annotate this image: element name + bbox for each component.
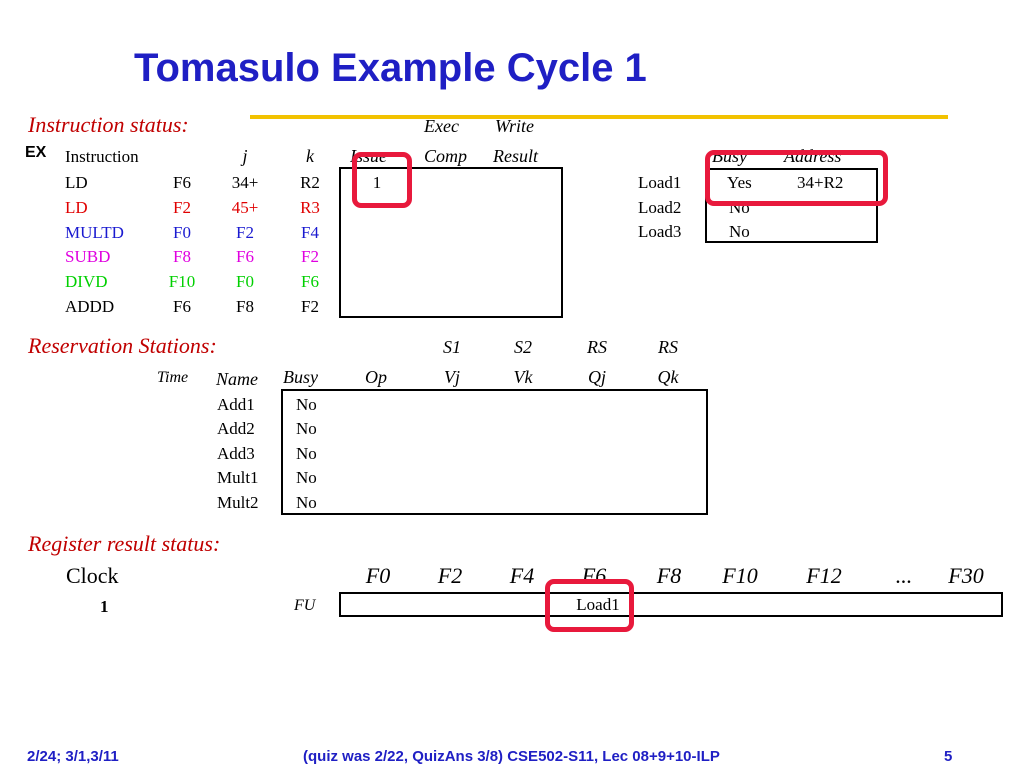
row-op: MULTD <box>65 223 124 242</box>
register-label: F0 <box>365 563 391 588</box>
row-j: F8 <box>236 297 254 316</box>
register-label: ... <box>895 563 913 588</box>
row-j: F2 <box>236 223 254 242</box>
instruction-status-box <box>339 167 563 318</box>
row-dest: F6 <box>173 173 191 192</box>
load-name: Load1 <box>638 173 682 192</box>
row-j: 45+ <box>231 198 259 217</box>
col-vj: Vj <box>444 367 460 387</box>
row-op: DIVD <box>65 272 108 291</box>
load-busy: Yes <box>727 173 752 192</box>
row-k: F4 <box>301 223 319 242</box>
register-fu-value: Load1 <box>576 595 620 614</box>
row-op: LD <box>65 198 88 217</box>
header-s1: S1 <box>443 337 461 357</box>
register-label: F12 <box>806 563 842 588</box>
footer-date: 2/24; 3/1,3/11 <box>27 748 119 765</box>
row-k: R3 <box>300 198 320 217</box>
highlight-f6-fu <box>545 579 634 632</box>
load-name: Load3 <box>638 222 682 241</box>
row-op: ADDD <box>65 297 115 316</box>
row-k: F2 <box>301 247 319 266</box>
register-label: F30 <box>948 563 984 588</box>
register-label: F2 <box>437 563 463 588</box>
col-op: Op <box>365 367 387 387</box>
row-issue: 1 <box>372 173 382 192</box>
slide-title: Tomasulo Example Cycle 1 <box>134 46 647 90</box>
row-dest: F2 <box>173 198 191 217</box>
page-number: 5 <box>944 748 953 765</box>
col-time: Time <box>157 369 189 386</box>
rs-name: Add3 <box>217 444 255 463</box>
row-j: 34+ <box>231 173 259 192</box>
rs-name: Mult1 <box>217 468 259 487</box>
rs-busy: No <box>296 444 317 463</box>
row-k: F6 <box>301 272 319 291</box>
header-exec: Exec <box>424 116 459 136</box>
register-status-heading: Register result status: <box>28 531 221 556</box>
register-fu-box <box>339 592 1003 617</box>
row-k: R2 <box>300 173 320 192</box>
col-vk: Vk <box>513 367 533 387</box>
clock-value: 1 <box>100 597 109 616</box>
rs-name: Add1 <box>217 395 255 414</box>
row-op: SUBD <box>65 247 111 266</box>
row-dest: F6 <box>173 297 191 316</box>
col-j: j <box>242 146 248 166</box>
register-label: F10 <box>722 563 758 588</box>
footer-course: (quiz was 2/22, QuizAns 3/8) CSE502-S11,… <box>303 748 720 765</box>
header-rs-j: RS <box>587 337 607 357</box>
rs-name: Add2 <box>217 419 255 438</box>
header-write: Write <box>495 116 534 136</box>
rs-busy: No <box>296 419 317 438</box>
clock-label: Clock <box>66 563 119 588</box>
row-j: F0 <box>236 272 254 291</box>
row-op: LD <box>65 173 88 192</box>
col-qk: Qk <box>657 367 679 387</box>
rs-busy: No <box>296 468 317 487</box>
register-label: F8 <box>656 563 682 588</box>
reservation-stations-box <box>281 389 708 515</box>
col-instruction: Instruction <box>65 147 139 166</box>
col-qj: Qj <box>588 367 606 387</box>
header-rs-k: RS <box>658 337 678 357</box>
highlight-issue <box>352 152 412 208</box>
rs-busy: No <box>296 493 317 512</box>
row-dest: F8 <box>173 247 191 266</box>
instruction-status-heading: Instruction status: <box>28 112 189 137</box>
load-name: Load2 <box>638 198 682 217</box>
rs-busy: No <box>296 395 317 414</box>
load-busy: No <box>729 222 750 241</box>
row-dest: F0 <box>173 223 191 242</box>
register-label: F4 <box>509 563 535 588</box>
row-k: F2 <box>301 297 319 316</box>
col-comp: Comp <box>424 146 468 166</box>
reservation-stations-heading: Reservation Stations: <box>28 333 217 358</box>
ex-marker: EX <box>25 144 47 161</box>
col-busy-rs: Busy <box>283 367 318 387</box>
header-s2: S2 <box>514 337 532 357</box>
highlight-load1 <box>705 150 888 206</box>
col-k: k <box>306 146 314 166</box>
col-name: Name <box>216 369 258 389</box>
title-rule <box>250 115 948 119</box>
row-dest: F10 <box>168 272 196 291</box>
rs-name: Mult2 <box>217 493 259 512</box>
col-result: Result <box>493 146 538 166</box>
fu-label: FU <box>294 597 316 614</box>
load-address: 34+R2 <box>797 173 844 192</box>
row-j: F6 <box>236 247 254 266</box>
